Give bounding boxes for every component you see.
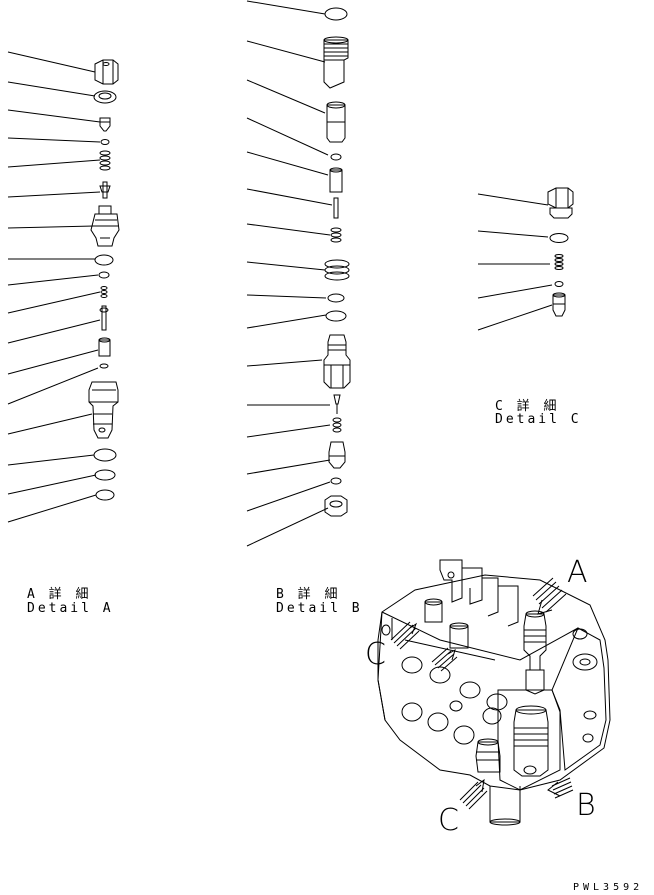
- detail-c-title-en: Detail C: [495, 412, 582, 427]
- view-letter-a: A: [567, 555, 588, 590]
- detail-a-parts: [88, 59, 120, 501]
- detail-c-title-jp: C 詳 細: [495, 399, 560, 414]
- detail-a-leaders: [7, 51, 101, 523]
- view-letter-b: B: [576, 788, 596, 823]
- view-letter-c-bottom: C: [438, 803, 459, 838]
- drawing-code: PWL3592: [573, 882, 644, 893]
- detail-b-title-jp: B 詳 細: [276, 587, 341, 602]
- detail-b-parts: [323, 7, 351, 517]
- detail-a-title-jp: A 詳 細: [27, 587, 92, 602]
- valve-assembly: [377, 559, 611, 826]
- detail-b-leaders: [246, 0, 333, 547]
- view-arrows: [390, 577, 574, 810]
- detail-c-parts: [547, 187, 574, 317]
- detail-b-title-en: Detail B: [276, 601, 363, 616]
- detail-a-title-en: Detail A: [27, 601, 114, 616]
- detail-c-leaders: [477, 193, 553, 331]
- view-letter-c-left: C: [365, 637, 386, 672]
